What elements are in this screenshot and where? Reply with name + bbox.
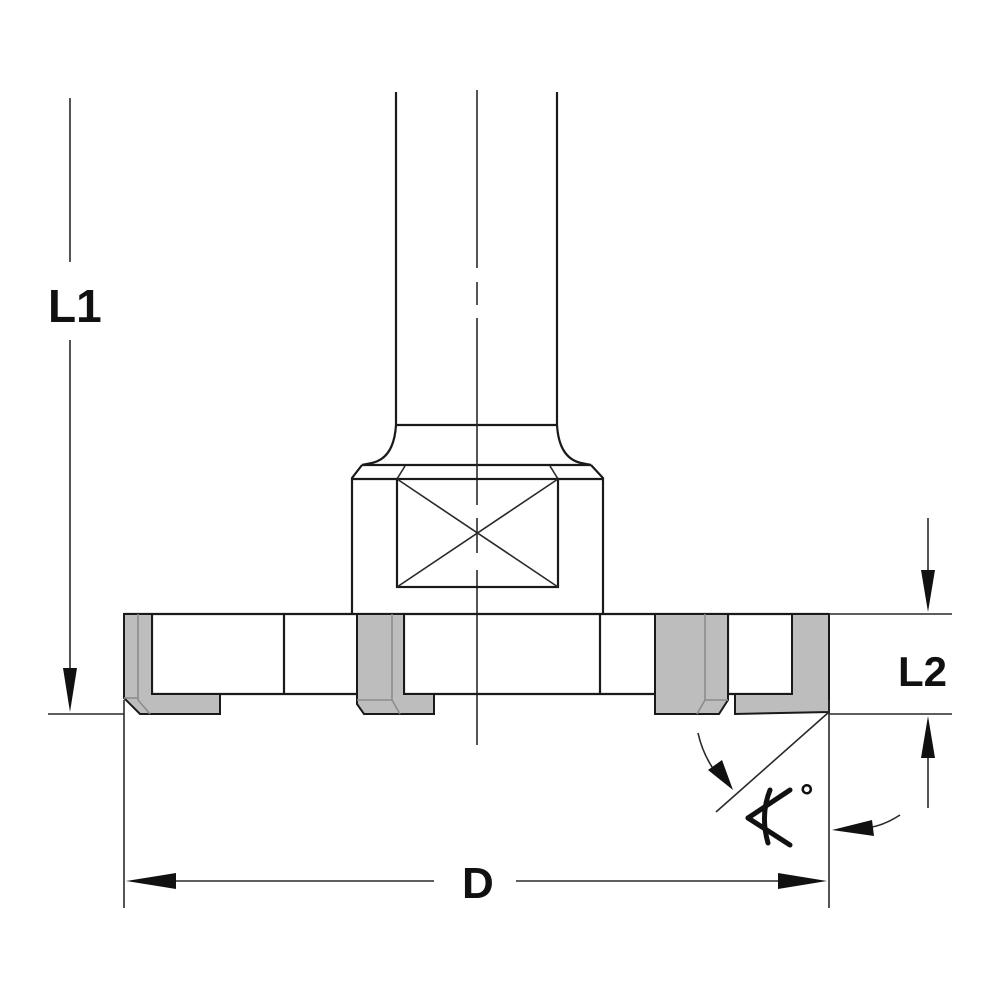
- dimension-d: D: [126, 859, 827, 908]
- insert-left: [123, 613, 221, 715]
- insert-right-a: [654, 613, 729, 715]
- label-d: D: [462, 859, 494, 908]
- insert-right-b: [734, 613, 830, 716]
- label-angle-degree: °: [800, 778, 814, 816]
- angle-symbol-icon: [745, 787, 793, 848]
- insert-center: [356, 613, 435, 715]
- label-l2: L2: [898, 648, 947, 695]
- dimension-angle: °: [697, 711, 901, 848]
- label-l1: L1: [48, 280, 102, 332]
- drive-head: [350, 464, 605, 614]
- dimension-l1: L1: [48, 98, 102, 712]
- extension-lines: [48, 613, 952, 908]
- dimension-l2: L2: [898, 518, 947, 808]
